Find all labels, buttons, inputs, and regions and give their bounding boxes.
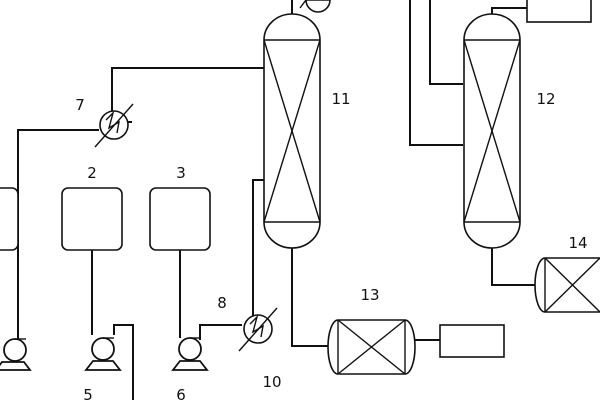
product-box — [439, 324, 505, 358]
pump-5-icon: 5 — [83, 337, 122, 400]
overhead-condenser-icon — [299, 0, 331, 13]
receiver-12-box — [526, 0, 592, 23]
pipe-exchanger8-to-column11 — [252, 179, 264, 319]
tank-2-label: 2 — [87, 164, 97, 182]
pump-6-label: 6 — [176, 386, 186, 400]
packed-bed-icon — [463, 39, 521, 223]
packed-bed-icon — [337, 319, 406, 375]
tank-3: 3 — [149, 164, 211, 251]
pump-5-label: 5 — [83, 386, 93, 400]
packed-bed-icon — [544, 257, 600, 313]
pump-1-icon — [0, 338, 32, 371]
vessel-13-label: 13 — [360, 286, 379, 304]
column-11-label: 11 — [331, 90, 350, 108]
column-12: 12 — [463, 13, 556, 249]
vessel-13: 13 — [327, 286, 416, 375]
heat-exchanger-7-icon: 7 — [75, 96, 134, 148]
pipe-column12-to-vessel14 — [491, 248, 536, 286]
packed-bed-icon — [263, 39, 321, 223]
tank-2: 2 — [61, 164, 123, 251]
tank-1 — [0, 187, 19, 251]
pipe-exchanger7-to-column11 — [111, 67, 264, 123]
column-12-label: 12 — [536, 90, 555, 108]
pump-6-icon: 6 — [171, 337, 209, 400]
column-11: 11 — [263, 13, 351, 249]
heat-exchanger-8-icon: 8 — [217, 294, 278, 352]
pipe-column11-to-vessel13 — [291, 248, 330, 347]
exchanger-8-label: 8 — [217, 294, 227, 312]
pipe-column12-overhead — [491, 7, 527, 14]
vessel-14-label: 14 — [568, 234, 587, 252]
exchanger-7-label: 7 — [75, 96, 85, 114]
pipe-pump5-discharge — [113, 324, 134, 400]
pipe-column12-reflux — [409, 0, 463, 146]
stream-10-label: 10 — [262, 373, 281, 391]
tank-3-label: 3 — [176, 164, 186, 182]
vessel-14: 14 — [534, 234, 600, 313]
pipe-pump1-to-exchanger7 — [17, 129, 99, 345]
pipe-pump6-to-exchanger8 — [199, 324, 242, 340]
pipe-column12-side — [429, 0, 463, 85]
